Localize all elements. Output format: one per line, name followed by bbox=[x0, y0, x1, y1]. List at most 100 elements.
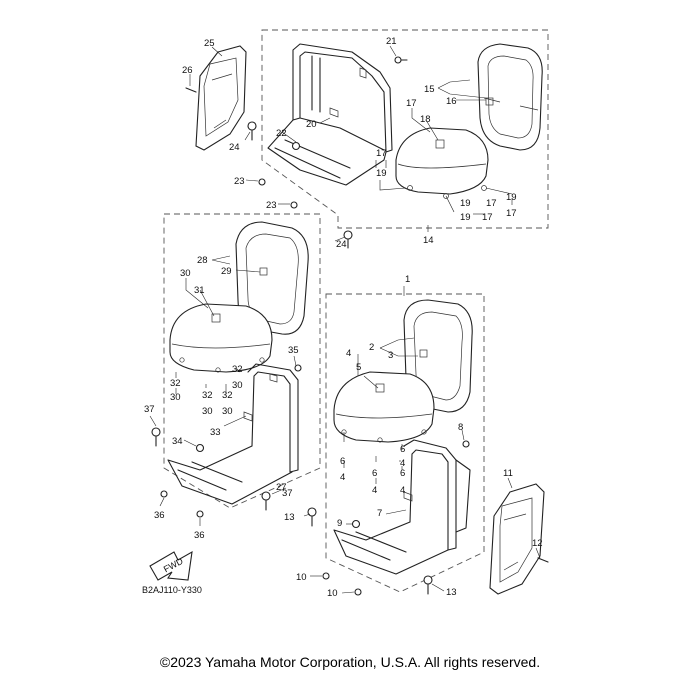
callout-17d: 17 bbox=[486, 198, 497, 209]
callout-30c: 30 bbox=[202, 406, 213, 417]
callout-21: 21 bbox=[386, 36, 397, 47]
callout-18: 18 bbox=[420, 114, 431, 125]
bolt-21 bbox=[394, 56, 408, 64]
bolt-24-lower bbox=[343, 230, 353, 249]
callout-30b: 30 bbox=[170, 392, 181, 403]
assembly-boundary-14 bbox=[261, 29, 549, 229]
callout-23b: 23 bbox=[266, 200, 277, 211]
cap-23b bbox=[290, 201, 298, 209]
seat-cushion-4 bbox=[333, 371, 435, 443]
callout-28: 28 bbox=[197, 255, 208, 266]
nut-9 bbox=[351, 519, 361, 529]
callout-6b: 6 bbox=[372, 468, 377, 479]
cap-10a bbox=[322, 572, 330, 580]
callout-20: 20 bbox=[306, 119, 317, 130]
callout-35: 35 bbox=[288, 345, 299, 356]
seat-cushion-30 bbox=[169, 303, 273, 373]
callout-32d: 32 bbox=[232, 364, 243, 375]
top-seat-assembly bbox=[185, 29, 549, 249]
callout-4e: 4 bbox=[400, 485, 405, 496]
cap-36b bbox=[196, 510, 204, 518]
copyright-notice: ©2023 Yamaha Motor Corporation, U.S.A. A… bbox=[159, 654, 541, 670]
callout-4d: 4 bbox=[400, 458, 405, 469]
callout-8: 8 bbox=[458, 422, 463, 433]
nut-34 bbox=[195, 443, 205, 453]
side-panel-11 bbox=[489, 483, 549, 595]
callout-19c: 19 bbox=[460, 198, 471, 209]
fwd-arrow: FWD bbox=[149, 550, 193, 581]
callout-32c: 32 bbox=[222, 390, 233, 401]
callout-33: 33 bbox=[210, 427, 221, 438]
callout-29: 29 bbox=[221, 266, 232, 277]
callout-1: 1 bbox=[405, 274, 410, 285]
bolt-8 bbox=[462, 440, 470, 448]
callout-26: 26 bbox=[182, 65, 193, 76]
callout-7: 7 bbox=[377, 508, 382, 519]
callout-36b: 36 bbox=[194, 530, 205, 541]
callout-30d: 30 bbox=[222, 406, 233, 417]
callout-11: 11 bbox=[503, 468, 513, 479]
callout-30e: 30 bbox=[232, 380, 243, 391]
callout-27: 27 bbox=[276, 482, 287, 493]
callout-6d: 6 bbox=[400, 468, 405, 479]
callout-19b: 19 bbox=[506, 192, 517, 203]
right-seat-assembly bbox=[307, 293, 549, 596]
side-panel-25 bbox=[185, 45, 247, 151]
seat-frame-33 bbox=[167, 363, 299, 505]
bolt-37-right bbox=[261, 491, 271, 511]
callout-2: 2 bbox=[369, 342, 374, 353]
bolt-35 bbox=[294, 364, 302, 372]
callout-labels: 1 2 3 4 5 6 4 6 4 6 4 6 4 7 8 9 10 10 11… bbox=[144, 36, 543, 599]
callout-13a: 13 bbox=[284, 512, 295, 523]
callout-19d: 19 bbox=[460, 212, 471, 223]
callout-4c: 4 bbox=[372, 485, 377, 496]
callout-32b: 32 bbox=[202, 390, 213, 401]
bolt-37-left bbox=[151, 427, 161, 447]
callout-24b: 24 bbox=[336, 239, 347, 250]
callout-10b: 10 bbox=[327, 588, 338, 599]
reference-code: B2AJ110-Y330 bbox=[142, 585, 202, 595]
callout-31: 31 bbox=[194, 285, 205, 296]
assembly-boundary-27 bbox=[163, 213, 321, 509]
callout-25: 25 bbox=[204, 38, 215, 49]
callout-17e: 17 bbox=[482, 212, 493, 223]
callout-37a: 37 bbox=[144, 404, 155, 415]
bolt-13-left bbox=[307, 507, 317, 527]
callout-4a: 4 bbox=[346, 348, 351, 359]
assembly-boundary-1 bbox=[325, 293, 485, 593]
callout-3: 3 bbox=[388, 350, 393, 361]
seat-frame-20 bbox=[267, 43, 393, 186]
callout-10a: 10 bbox=[296, 572, 307, 583]
callout-5: 5 bbox=[356, 362, 361, 373]
leader-lines bbox=[149, 45, 541, 594]
callout-17a: 17 bbox=[406, 98, 417, 109]
seat-frame-7 bbox=[333, 439, 471, 575]
callout-16: 16 bbox=[446, 96, 457, 107]
backrest-28 bbox=[235, 221, 309, 335]
left-seat-assembly bbox=[151, 213, 321, 518]
bolt-13-right bbox=[423, 575, 433, 595]
callout-19a: 19 bbox=[376, 168, 387, 179]
bolt-24-upper bbox=[247, 121, 257, 141]
callout-17b: 17 bbox=[376, 148, 387, 159]
seat-cushion-17 bbox=[395, 127, 489, 199]
callout-6a: 6 bbox=[340, 456, 345, 467]
callout-37b: 37 bbox=[282, 488, 293, 499]
callout-15: 15 bbox=[424, 84, 435, 95]
callout-34: 34 bbox=[172, 436, 183, 447]
backrest-15 bbox=[477, 43, 543, 151]
callout-9: 9 bbox=[337, 518, 342, 529]
callout-24a: 24 bbox=[229, 142, 240, 153]
callout-6c: 6 bbox=[400, 444, 405, 455]
nut-22 bbox=[291, 141, 301, 151]
callout-23a: 23 bbox=[234, 176, 245, 187]
callout-36a: 36 bbox=[154, 510, 165, 521]
callout-22: 22 bbox=[276, 128, 287, 139]
cap-10b bbox=[354, 588, 362, 596]
callout-4b: 4 bbox=[340, 472, 345, 483]
callout-14: 14 bbox=[423, 235, 434, 246]
callout-13b: 13 bbox=[446, 587, 457, 598]
cap-36a bbox=[160, 490, 168, 498]
callout-30a: 30 bbox=[180, 268, 191, 279]
